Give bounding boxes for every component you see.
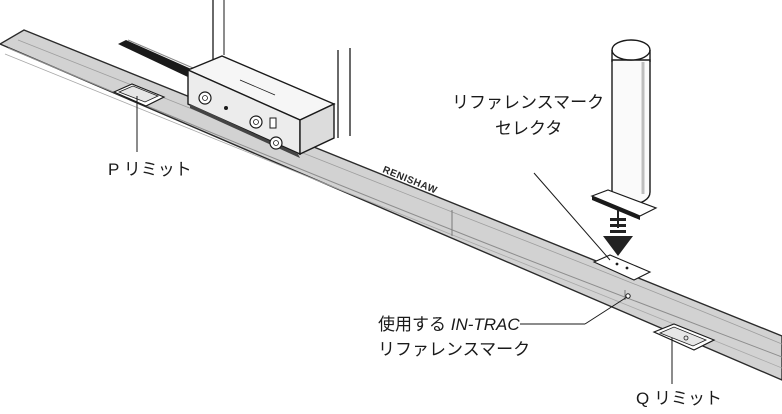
readhead: [186, 55, 336, 158]
in-trac-label-line2: リファレンスマーク: [378, 340, 531, 359]
leader-lines: [136, 96, 673, 384]
q-limit-magnet: [652, 323, 716, 351]
p-limit-label: P リミット: [108, 160, 192, 179]
in-trac-label-prefix: 使用する: [378, 315, 451, 334]
reference-mark-selector-on-scale: [592, 254, 652, 281]
readhead-bracket: [212, 0, 351, 138]
downward-arrow-icon: [603, 210, 633, 256]
reference-selector-label-line1: リファレンスマーク: [452, 93, 605, 112]
in-trac-label-name: IN-TRAC: [450, 315, 520, 334]
p-limit-magnet: [112, 83, 166, 107]
q-limit-label: Q リミット: [636, 389, 722, 408]
reference-selector-label-line2: セレクタ: [495, 119, 563, 138]
reference-selector-tool: [590, 39, 658, 220]
in-trac-label-line1: 使用する IN-TRAC: [378, 314, 520, 335]
